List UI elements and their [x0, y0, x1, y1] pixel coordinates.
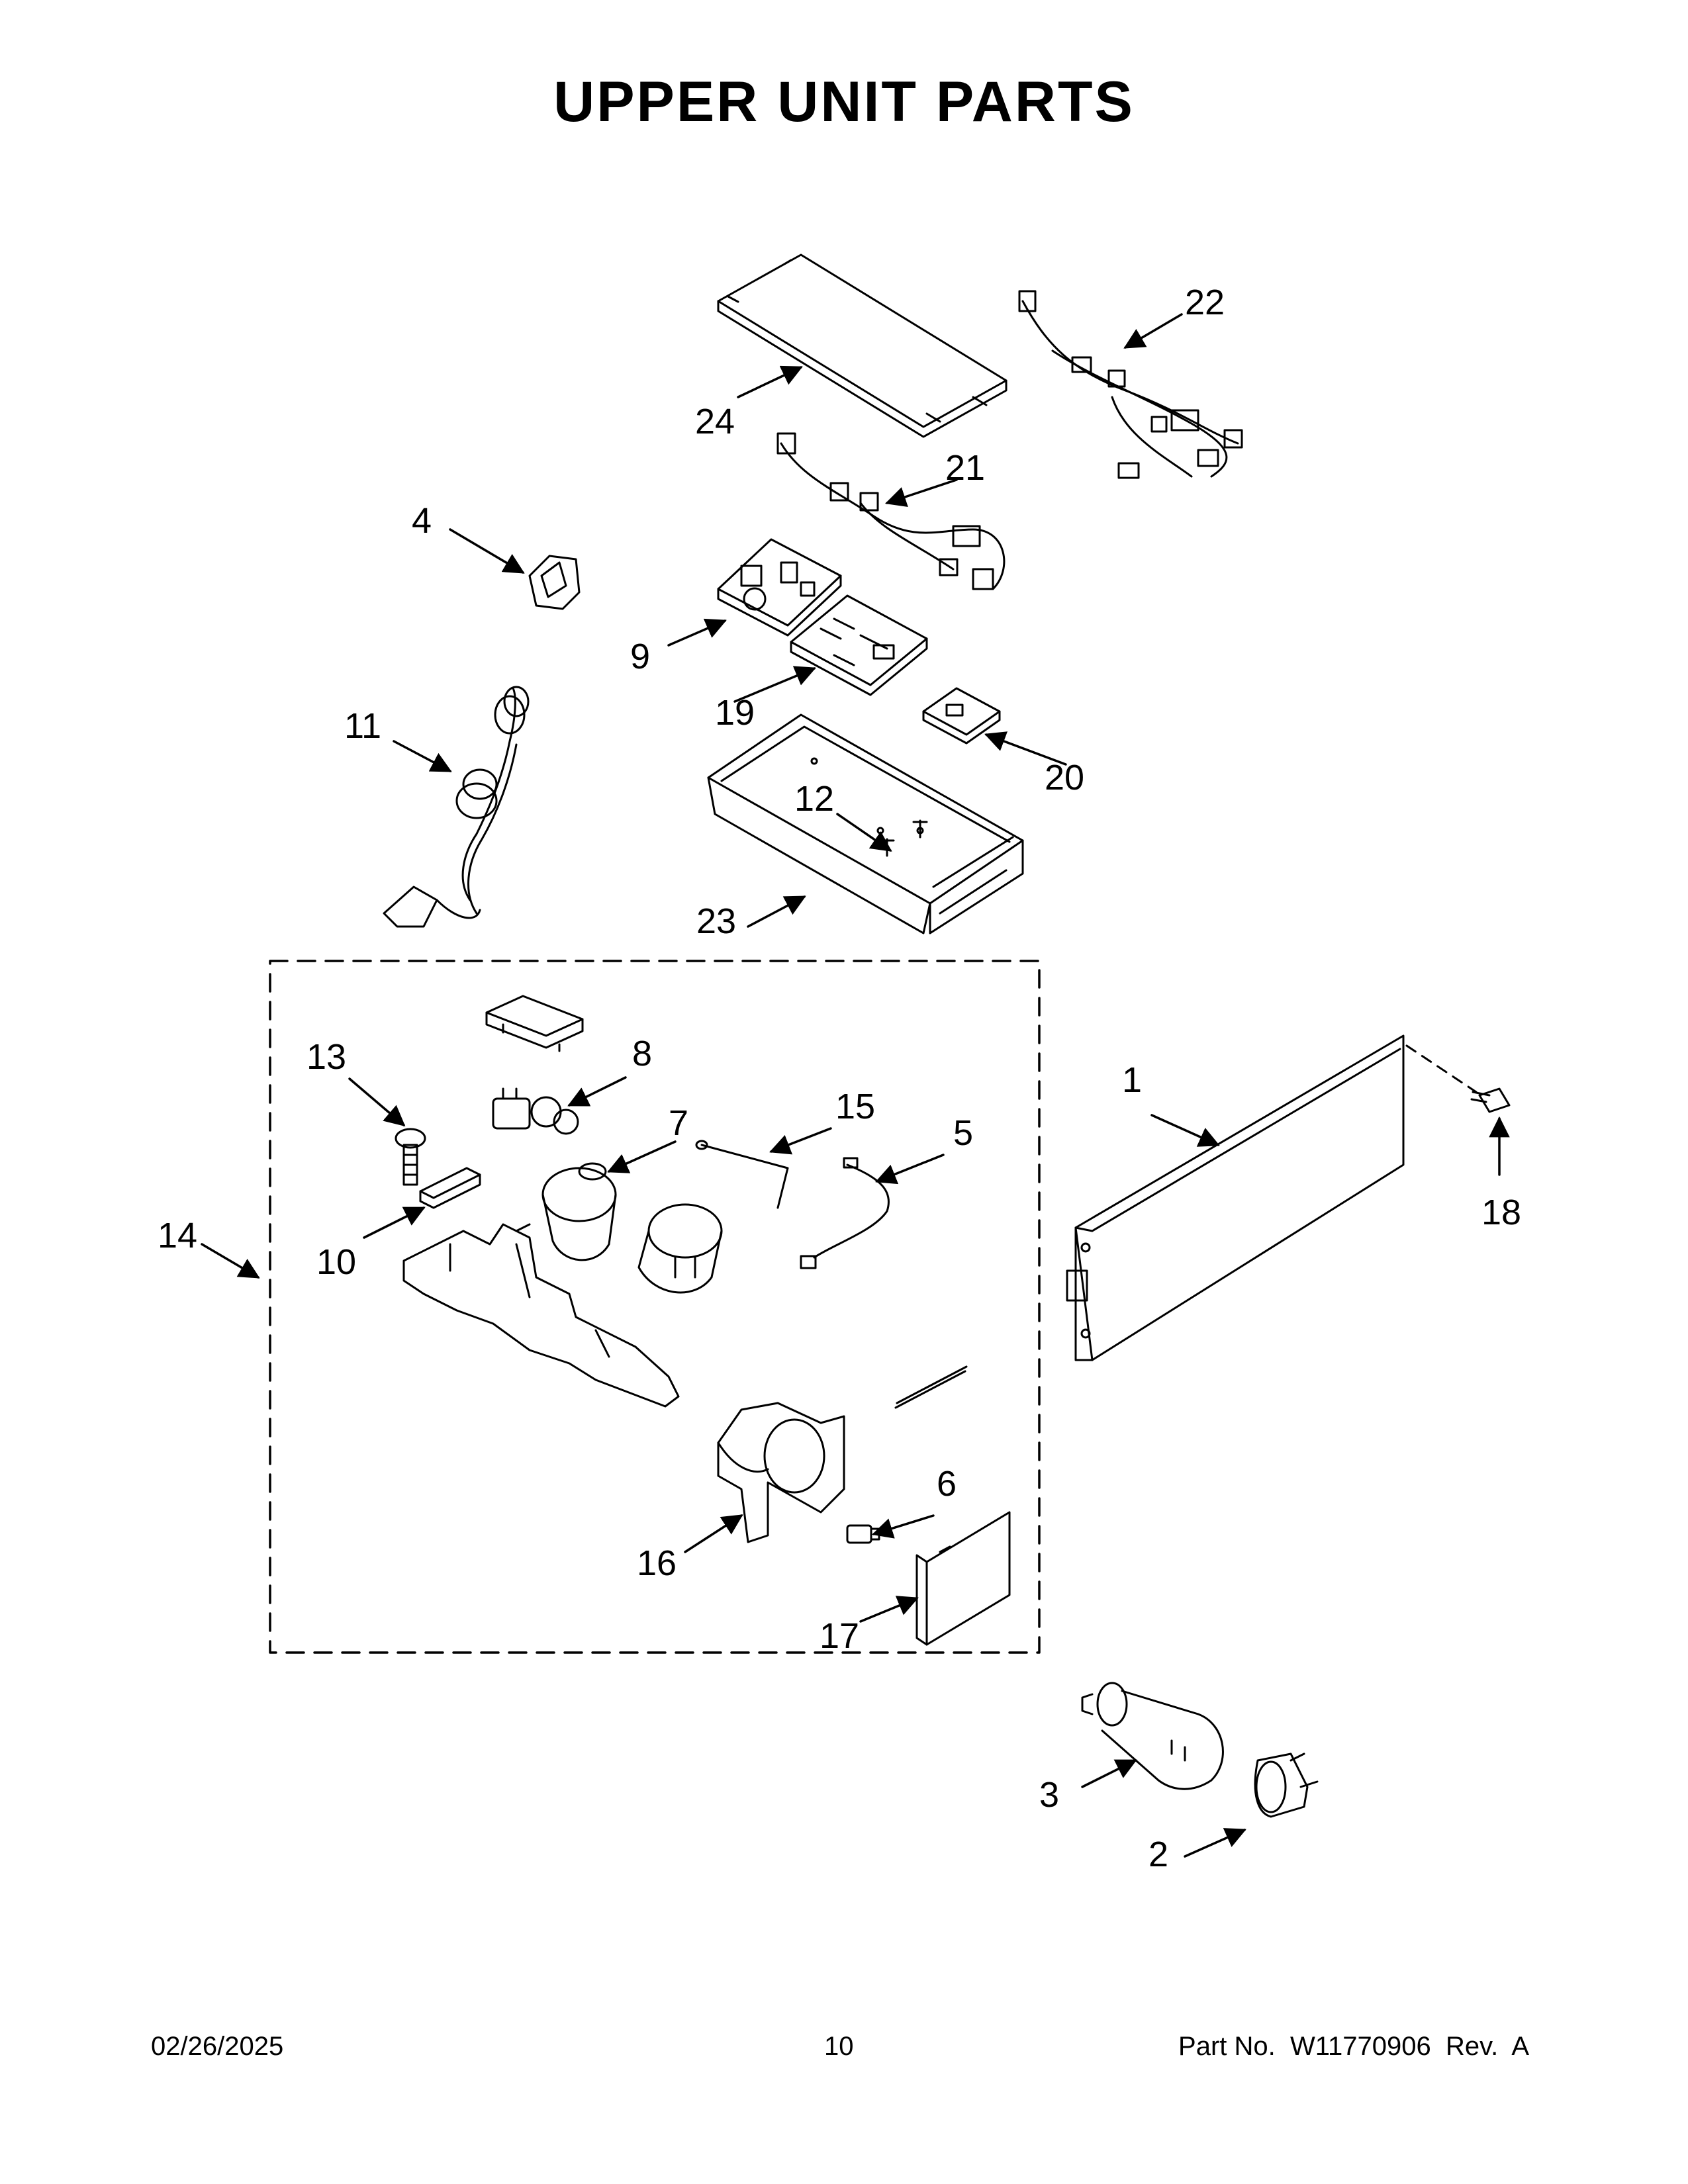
cover-piece — [485, 995, 584, 1052]
callout-9: 9 — [630, 637, 651, 676]
assembly-boundary-box — [269, 960, 1041, 1654]
footer-part-number: Part No. W11770906 Rev. A — [1178, 2032, 1529, 2062]
callout-21: 21 — [945, 448, 986, 488]
dispenser-housing — [402, 1223, 680, 1408]
tray-23 — [707, 713, 1024, 934]
callout-4: 4 — [412, 501, 432, 541]
screw-18 — [1470, 1087, 1511, 1113]
callout-13: 13 — [306, 1037, 347, 1077]
control-board-9 — [717, 538, 842, 637]
callout-22: 22 — [1185, 283, 1225, 322]
callout-14: 14 — [158, 1216, 198, 1255]
callout-1: 1 — [1122, 1060, 1143, 1100]
callout-5: 5 — [953, 1113, 974, 1153]
fan-shroud-16 — [717, 1402, 845, 1543]
sensor-10 — [419, 1167, 481, 1209]
callout-11: 11 — [344, 706, 382, 746]
callout-2: 2 — [1149, 1835, 1169, 1874]
screw-13 — [395, 1128, 426, 1186]
water-valve-8 — [492, 1087, 579, 1135]
callout-18: 18 — [1481, 1193, 1522, 1232]
callout-8: 8 — [632, 1034, 653, 1073]
callout-7: 7 — [669, 1103, 689, 1143]
callout-19: 19 — [715, 693, 755, 733]
callout-10: 10 — [316, 1242, 357, 1282]
fastener-12 — [879, 819, 928, 857]
wire-harness-22 — [1018, 290, 1243, 479]
front-panel-1 — [1066, 1034, 1405, 1361]
rod — [894, 1365, 968, 1409]
callout-3: 3 — [1039, 1775, 1060, 1815]
power-cord-11 — [383, 686, 530, 928]
leader-dashed-18 — [1405, 1044, 1477, 1093]
page-title: UPPER UNIT PARTS — [553, 70, 1135, 134]
callout-arrows — [201, 313, 1510, 1858]
callout-20: 20 — [1045, 758, 1085, 797]
part-no-value: W11770906 — [1290, 2032, 1431, 2061]
cover-17 — [915, 1511, 1011, 1646]
wire-5 — [800, 1157, 890, 1269]
callout-23: 23 — [696, 901, 737, 941]
cylinder-housing — [637, 1203, 723, 1294]
rev-value: A — [1511, 2032, 1529, 2061]
water-filter-3 — [1081, 1682, 1224, 1790]
top-cover-plate — [717, 253, 1008, 438]
callout-17: 17 — [820, 1616, 860, 1656]
fan-motor-7 — [515, 1162, 617, 1261]
callout-24: 24 — [695, 402, 735, 441]
tube-15 — [695, 1140, 789, 1209]
board-20 — [922, 687, 1001, 745]
wire-harness-21 — [776, 432, 1006, 590]
callout-6: 6 — [937, 1464, 957, 1504]
footer-date: 02/26/2025 — [151, 2032, 284, 2061]
rev-label: Rev. — [1446, 2032, 1499, 2061]
callout-16: 16 — [637, 1543, 677, 1583]
callout-12: 12 — [794, 779, 835, 819]
clip-4 — [528, 555, 581, 610]
part-no-label: Part No. — [1178, 2032, 1276, 2061]
filter-cap-2 — [1254, 1752, 1319, 1818]
callout-15: 15 — [835, 1087, 876, 1126]
footer-page-number: 10 — [824, 2032, 854, 2061]
main-control-board-19 — [790, 594, 928, 696]
